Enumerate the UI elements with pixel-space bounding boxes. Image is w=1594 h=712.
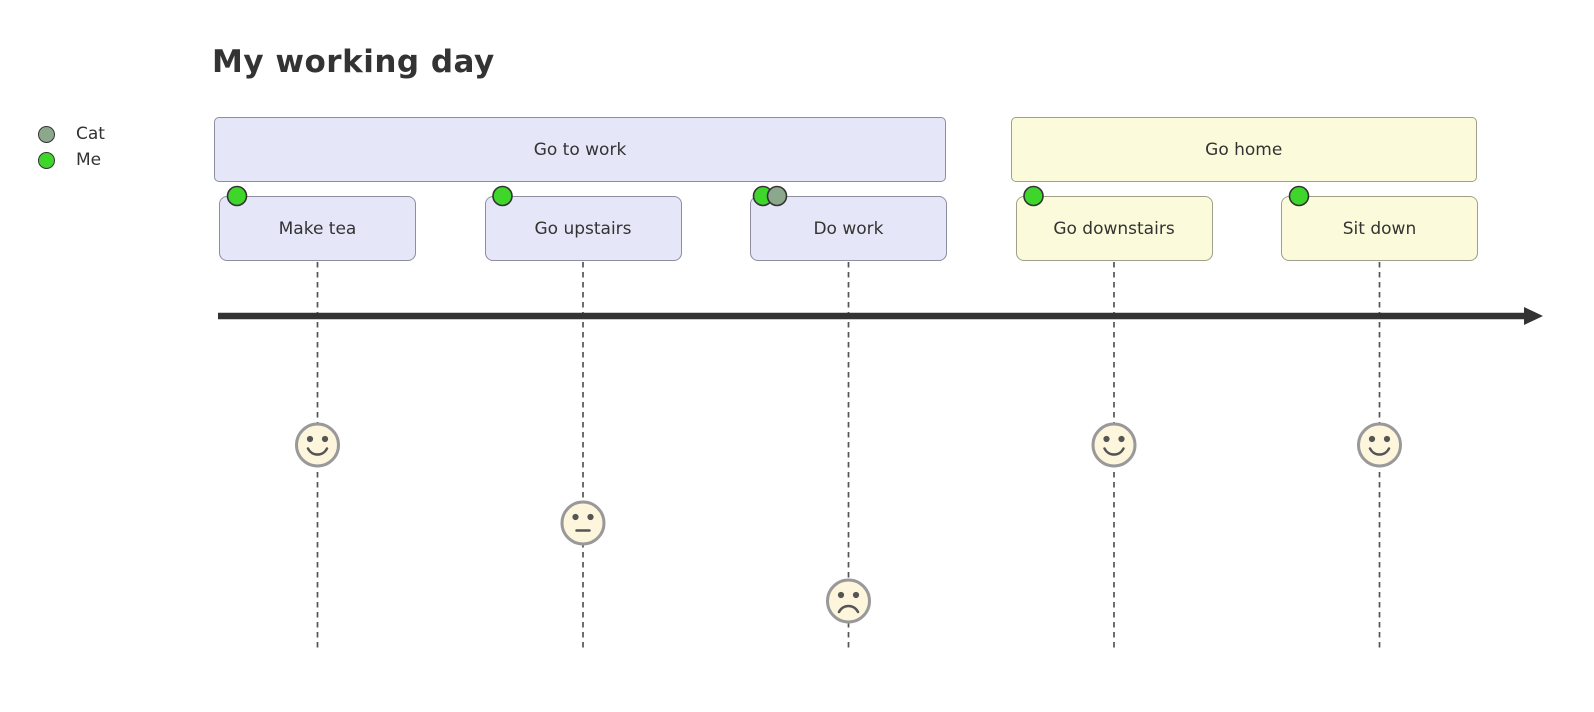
face-eye (1368, 435, 1376, 443)
face-sad-icon (826, 578, 871, 624)
section-bar: Go home (1010, 117, 1477, 182)
task-box: Make tea (219, 196, 416, 261)
face-eye (587, 513, 594, 521)
face-happy-icon (295, 422, 340, 468)
face-neutral-icon (560, 500, 606, 546)
legend-item: Cat (38, 121, 105, 147)
face-happy-icon (1357, 422, 1402, 468)
task-box: Do work (750, 196, 947, 261)
task-box: Sit down (1281, 196, 1478, 261)
face-mouth (306, 447, 329, 456)
timeline-arrowhead-icon (1524, 307, 1543, 325)
face-eye (837, 591, 845, 599)
legend-dot-cat-icon (38, 125, 55, 143)
legend-dot-me-icon (38, 151, 55, 169)
face-eye (1118, 435, 1125, 443)
legend-label: Me (76, 150, 102, 170)
face-eye (1103, 435, 1110, 443)
face-mouth (837, 604, 860, 614)
face-eye (321, 435, 329, 443)
face-eye (1383, 435, 1391, 443)
diagram-title: My working day (212, 44, 495, 80)
task-box: Go downstairs (1015, 196, 1213, 261)
face-mouth (1368, 447, 1391, 456)
section-bar: Go to work (214, 117, 946, 182)
face-eye (572, 513, 579, 521)
face-mouth (1103, 447, 1125, 456)
legend-label: Cat (76, 124, 105, 144)
face-eye (852, 591, 860, 599)
legend-item: Me (38, 147, 105, 173)
face-happy-icon (1091, 422, 1137, 468)
task-box: Go upstairs (484, 196, 682, 261)
face-eye (306, 435, 314, 443)
